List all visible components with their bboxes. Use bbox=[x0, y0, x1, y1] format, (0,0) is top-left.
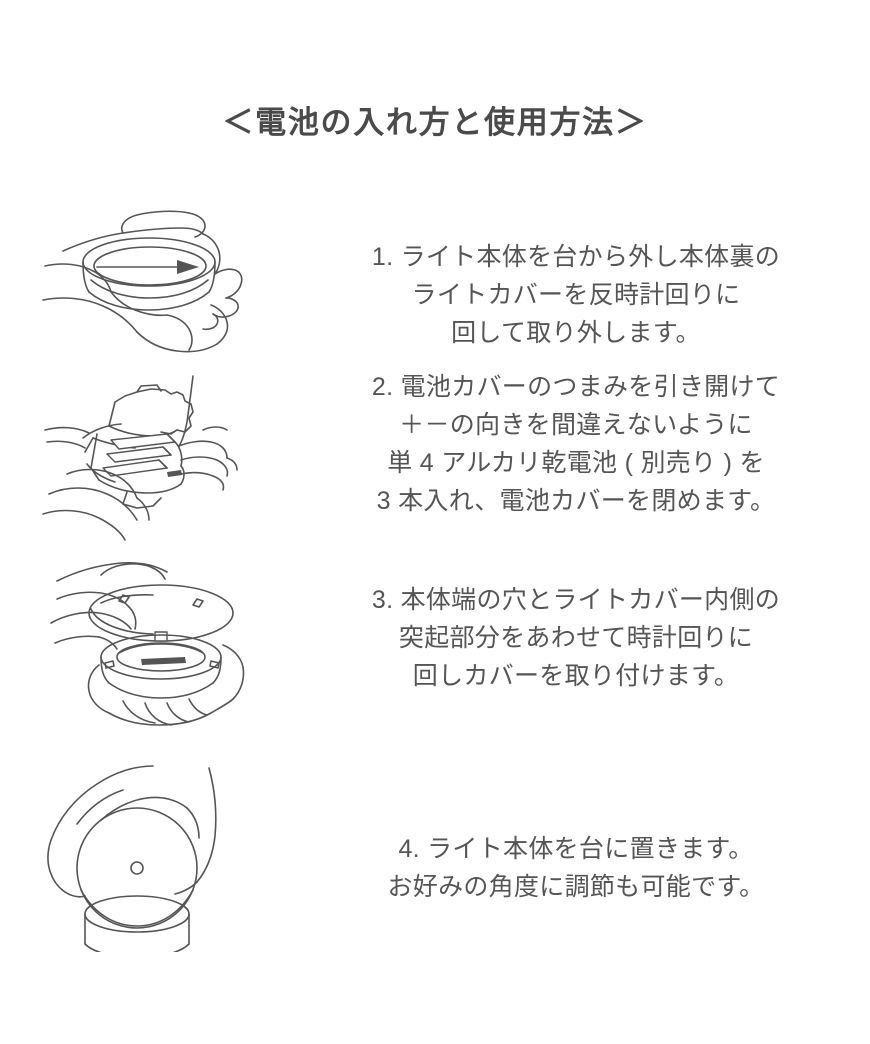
step-item: 3. 本体端の穴とライトカバー内側の 突起部分をあわせて時計回りに 回しカバーを… bbox=[0, 553, 870, 748]
step-4-figure bbox=[0, 748, 300, 952]
hands-opening-battery-cover-icon bbox=[42, 375, 238, 541]
step-3-figure bbox=[0, 553, 300, 738]
hands-aligning-cover-with-body-icon bbox=[50, 562, 245, 726]
step-item: 1. ライト本体を台から外し本体裏の ライトカバーを反時計回りに 回して取り外し… bbox=[0, 198, 870, 368]
hands-twisting-light-cover-icon bbox=[42, 210, 243, 353]
step-1-text: 1. ライト本体を台から外し本体裏の ライトカバーを反時計回りに 回して取り外し… bbox=[300, 198, 870, 352]
step-2-line-4: 3 本入れ、電池カバーを閉めます。 bbox=[376, 487, 776, 515]
step-item: 2. 電池カバーのつまみを引き開けて ＋－の向きを間違えないように 単 4 アル… bbox=[0, 368, 870, 553]
step-2-line-2: ＋－の向きを間違えないように bbox=[399, 411, 753, 439]
step-4-line-1: 4. ライト本体を台に置きます。 bbox=[398, 835, 754, 863]
step-2-line-3: 単 4 アルカリ乾電池 ( 別売り ) を bbox=[387, 449, 765, 477]
step-3-line-3: 回しカバーを取り付けます。 bbox=[412, 662, 740, 690]
step-1-line-2: ライトカバーを反時計回りに bbox=[411, 281, 741, 309]
step-2-text: 2. 電池カバーのつまみを引き開けて ＋－の向きを間違えないように 単 4 アル… bbox=[300, 368, 870, 520]
step-3-line-2: 突起部分をあわせて時計回りに bbox=[398, 624, 754, 652]
hand-placing-light-on-base-icon bbox=[47, 765, 217, 952]
step-item: 4. ライト本体を台に置きます。 お好みの角度に調節も可能です。 bbox=[0, 748, 870, 952]
step-1-line-3: 回して取り外します。 bbox=[451, 319, 701, 347]
step-3-text: 3. 本体端の穴とライトカバー内側の 突起部分をあわせて時計回りに 回しカバーを… bbox=[300, 553, 870, 695]
step-2-figure bbox=[0, 368, 300, 543]
step-2-line-1: 2. 電池カバーのつまみを引き開けて bbox=[371, 373, 781, 401]
step-4-text: 4. ライト本体を台に置きます。 お好みの角度に調節も可能です。 bbox=[300, 748, 870, 906]
step-1-line-1: 1. ライト本体を台から外し本体裏の bbox=[371, 243, 781, 271]
page-title: ＜電池の入れ方と使用方法＞ bbox=[222, 105, 648, 140]
steps-list: 1. ライト本体を台から外し本体裏の ライトカバーを反時計回りに 回して取り外し… bbox=[0, 198, 870, 952]
step-4-line-2: お好みの角度に調節も可能です。 bbox=[387, 873, 765, 901]
step-3-line-1: 3. 本体端の穴とライトカバー内側の bbox=[371, 586, 781, 614]
step-1-figure bbox=[0, 198, 300, 364]
